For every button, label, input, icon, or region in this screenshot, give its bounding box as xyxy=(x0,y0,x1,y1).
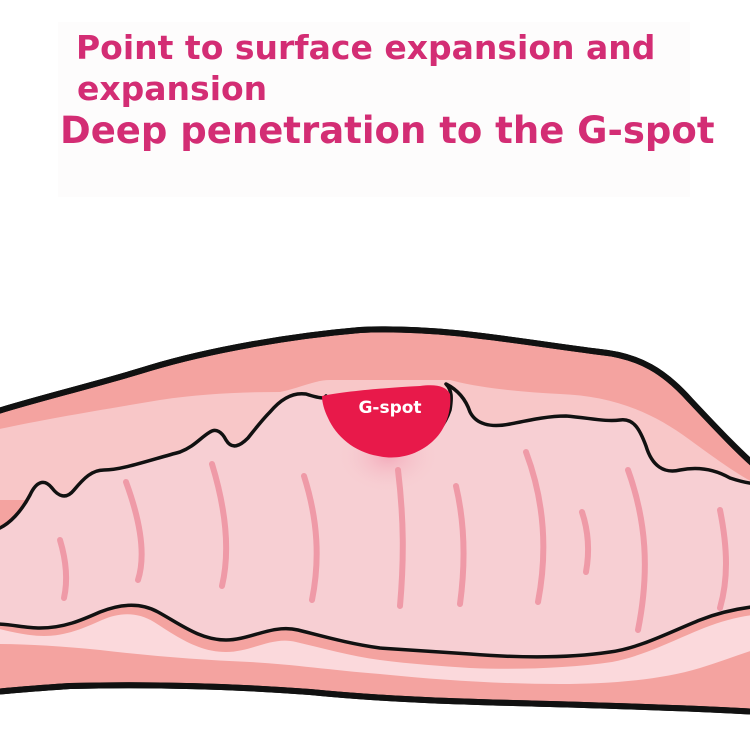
outer-outline xyxy=(0,326,750,715)
ridge xyxy=(395,467,406,609)
inner-wall xyxy=(0,382,750,659)
ridge xyxy=(523,449,547,605)
ridges xyxy=(57,449,729,633)
ridge xyxy=(301,473,320,603)
ridge xyxy=(453,483,467,607)
heading-line-2: expansion xyxy=(77,69,268,108)
ridge xyxy=(57,537,70,601)
gspot-label: G-spot xyxy=(358,398,421,418)
ridge xyxy=(123,479,145,583)
heading-line-1: Point to surface expansion and xyxy=(76,28,656,67)
ridge xyxy=(717,507,729,611)
gspot-marker xyxy=(322,385,451,458)
ridge xyxy=(579,509,592,575)
inner-lining-bottom xyxy=(0,614,750,684)
heading-panel xyxy=(58,22,690,197)
ridge xyxy=(625,467,648,633)
heading-line-3: Deep penetration to the G-spot xyxy=(60,109,715,152)
ridge xyxy=(209,461,230,589)
